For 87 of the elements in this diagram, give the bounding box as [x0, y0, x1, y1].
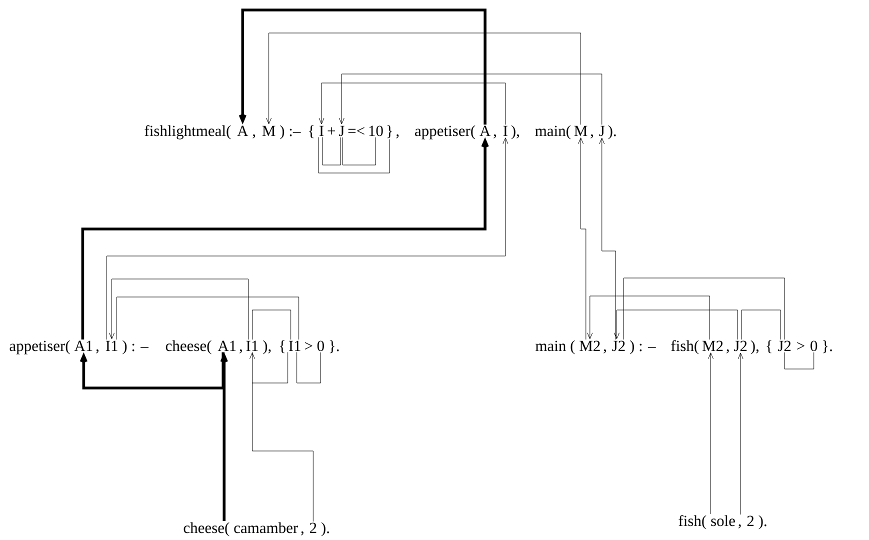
code-text: appetiser(	[10, 340, 70, 354]
code-token: 0	[810, 340, 818, 352]
code-token: }	[387, 125, 392, 138]
arrow	[738, 352, 744, 515]
arrow	[318, 82, 506, 125]
code-text: ,	[96, 349, 98, 354]
code-text: ,	[396, 134, 399, 138]
code-token: M2	[702, 340, 723, 351]
code-text: fishlightmeal(	[144, 125, 231, 140]
code-token: A1	[74, 340, 92, 351]
code-text: appetiser(	[415, 125, 476, 140]
code-text: ),	[263, 340, 271, 354]
code-text: {	[309, 125, 314, 138]
arrow	[220, 352, 228, 522]
connector-line	[784, 352, 814, 370]
connector-line	[318, 136, 390, 174]
code-text: >	[797, 342, 804, 350]
code-token: 2	[747, 516, 754, 526]
connector-line	[252, 310, 292, 340]
code-token: I	[503, 126, 508, 136]
code-text: {	[280, 340, 285, 354]
code-token: J	[599, 126, 605, 136]
code-text: >	[304, 342, 312, 350]
code-text: ).	[321, 522, 329, 536]
code-text: fish(	[678, 515, 706, 530]
code-token: M	[574, 126, 588, 136]
arrow	[109, 278, 248, 340]
code-token: A1	[218, 340, 236, 351]
arrow	[578, 138, 586, 340]
connector-line	[322, 136, 341, 166]
connector-line	[741, 310, 781, 340]
code-token: J2	[612, 340, 625, 352]
code-token: M2	[580, 340, 600, 351]
code-text: +	[328, 127, 335, 134]
code-text: {	[766, 340, 772, 354]
arrow	[708, 352, 714, 514]
arrow	[338, 74, 602, 125]
code-text: ,	[494, 134, 496, 138]
code-token: I1	[288, 340, 300, 351]
code-token: J2	[734, 340, 747, 352]
code-text: ).	[758, 515, 766, 530]
code-text: cheese(	[184, 522, 230, 536]
code-text: ,	[301, 531, 304, 536]
arrow	[250, 352, 314, 522]
code-text: =<	[348, 127, 364, 135]
code-token: A	[237, 126, 248, 136]
code-token: J2	[778, 340, 791, 352]
connector-line	[296, 352, 321, 384]
connector-line	[116, 296, 300, 340]
code-token: 10	[369, 126, 383, 136]
code-token: sole	[711, 515, 735, 526]
code-text: ),	[511, 125, 519, 140]
code-text: ,	[252, 134, 256, 138]
code-token: I1	[106, 340, 118, 351]
code-text: ) :–	[280, 125, 301, 140]
connector-line	[342, 137, 376, 166]
arrow	[266, 32, 582, 125]
code-token: I	[320, 126, 324, 136]
code-token: 0	[317, 340, 324, 352]
code-text: fish(	[671, 340, 699, 354]
arrow	[614, 310, 738, 340]
arrow	[599, 138, 616, 340]
arrow	[80, 352, 225, 390]
connector-line	[252, 352, 288, 384]
code-text: }.	[330, 340, 339, 354]
code-text: ).	[608, 125, 616, 140]
code-token: A	[480, 126, 491, 136]
code-token: 2	[310, 522, 316, 533]
code-text: ) : –	[122, 340, 148, 354]
code-text: ,	[240, 349, 242, 354]
code-text: ) : –	[630, 340, 656, 354]
code-token: J	[338, 126, 344, 136]
code-text: ,	[604, 349, 606, 354]
arrow	[587, 296, 710, 340]
code-token: M	[262, 126, 276, 136]
code-text: ,	[726, 349, 729, 354]
code-text: cheese(	[166, 340, 212, 354]
code-text: ),	[750, 340, 758, 354]
code-text: ,	[738, 524, 741, 528]
connector-line	[623, 278, 785, 340]
code-text: main(	[535, 125, 570, 140]
code-text: main (	[536, 340, 575, 354]
code-token: camamber	[234, 522, 298, 534]
code-text: }.	[823, 340, 832, 354]
code-text: ,	[590, 134, 593, 138]
arrow	[238, 8, 486, 125]
code-token: I1	[246, 340, 258, 351]
